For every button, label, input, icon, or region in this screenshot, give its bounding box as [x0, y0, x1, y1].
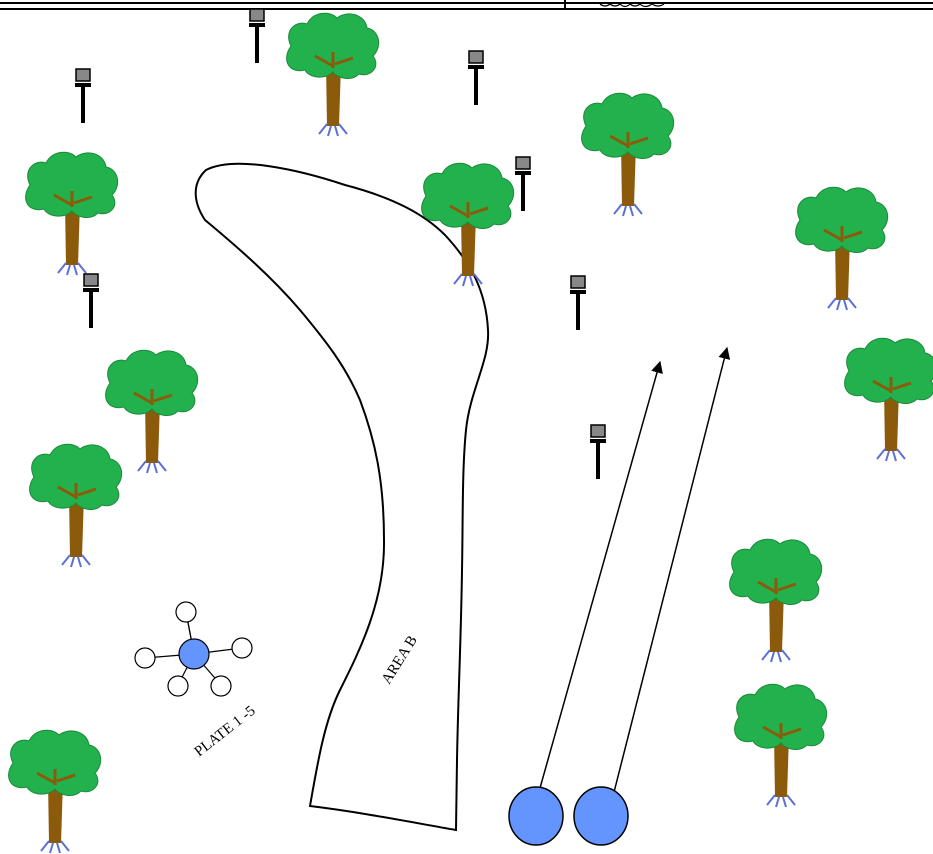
- node-outer-top: [176, 602, 196, 622]
- arrows: [540, 348, 727, 800]
- arrow-right: [612, 348, 727, 800]
- tree-icon: [796, 187, 888, 310]
- trees: [9, 13, 933, 853]
- tree-icon: [845, 338, 933, 461]
- tree-icon: [26, 152, 118, 275]
- marker-post-icon: [83, 274, 99, 328]
- marker-post-icon: [515, 157, 531, 211]
- header-bar: [0, 0, 933, 10]
- node-outer-bottom-right: [211, 676, 231, 696]
- plate-label: PLATE 1 -5: [192, 703, 259, 760]
- marker-post-icon: [468, 51, 484, 105]
- plate-node-cluster: [135, 602, 252, 696]
- marker-post-icon: [590, 425, 606, 479]
- tree-icon: [735, 684, 827, 807]
- node-outer-right: [232, 638, 252, 658]
- area-label: AREA B: [379, 633, 421, 687]
- tree-icon: [287, 13, 379, 136]
- tree-icon: [30, 444, 122, 567]
- marker-post-icon: [75, 69, 91, 123]
- marker-post-icon: [570, 276, 586, 330]
- blue-circle-icon: [179, 639, 209, 669]
- tree-icon: [422, 163, 514, 286]
- marker-post-icon: [249, 9, 265, 63]
- blue-circle-icon: [509, 787, 563, 845]
- tree-icon: [730, 539, 822, 662]
- tree-icon: [9, 730, 101, 853]
- node-outer-left: [135, 648, 155, 668]
- tree-icon: [106, 350, 198, 473]
- blue-circle-icon: [574, 787, 628, 845]
- tree-icon: [582, 93, 674, 216]
- node-outer-bottom-left: [168, 676, 188, 696]
